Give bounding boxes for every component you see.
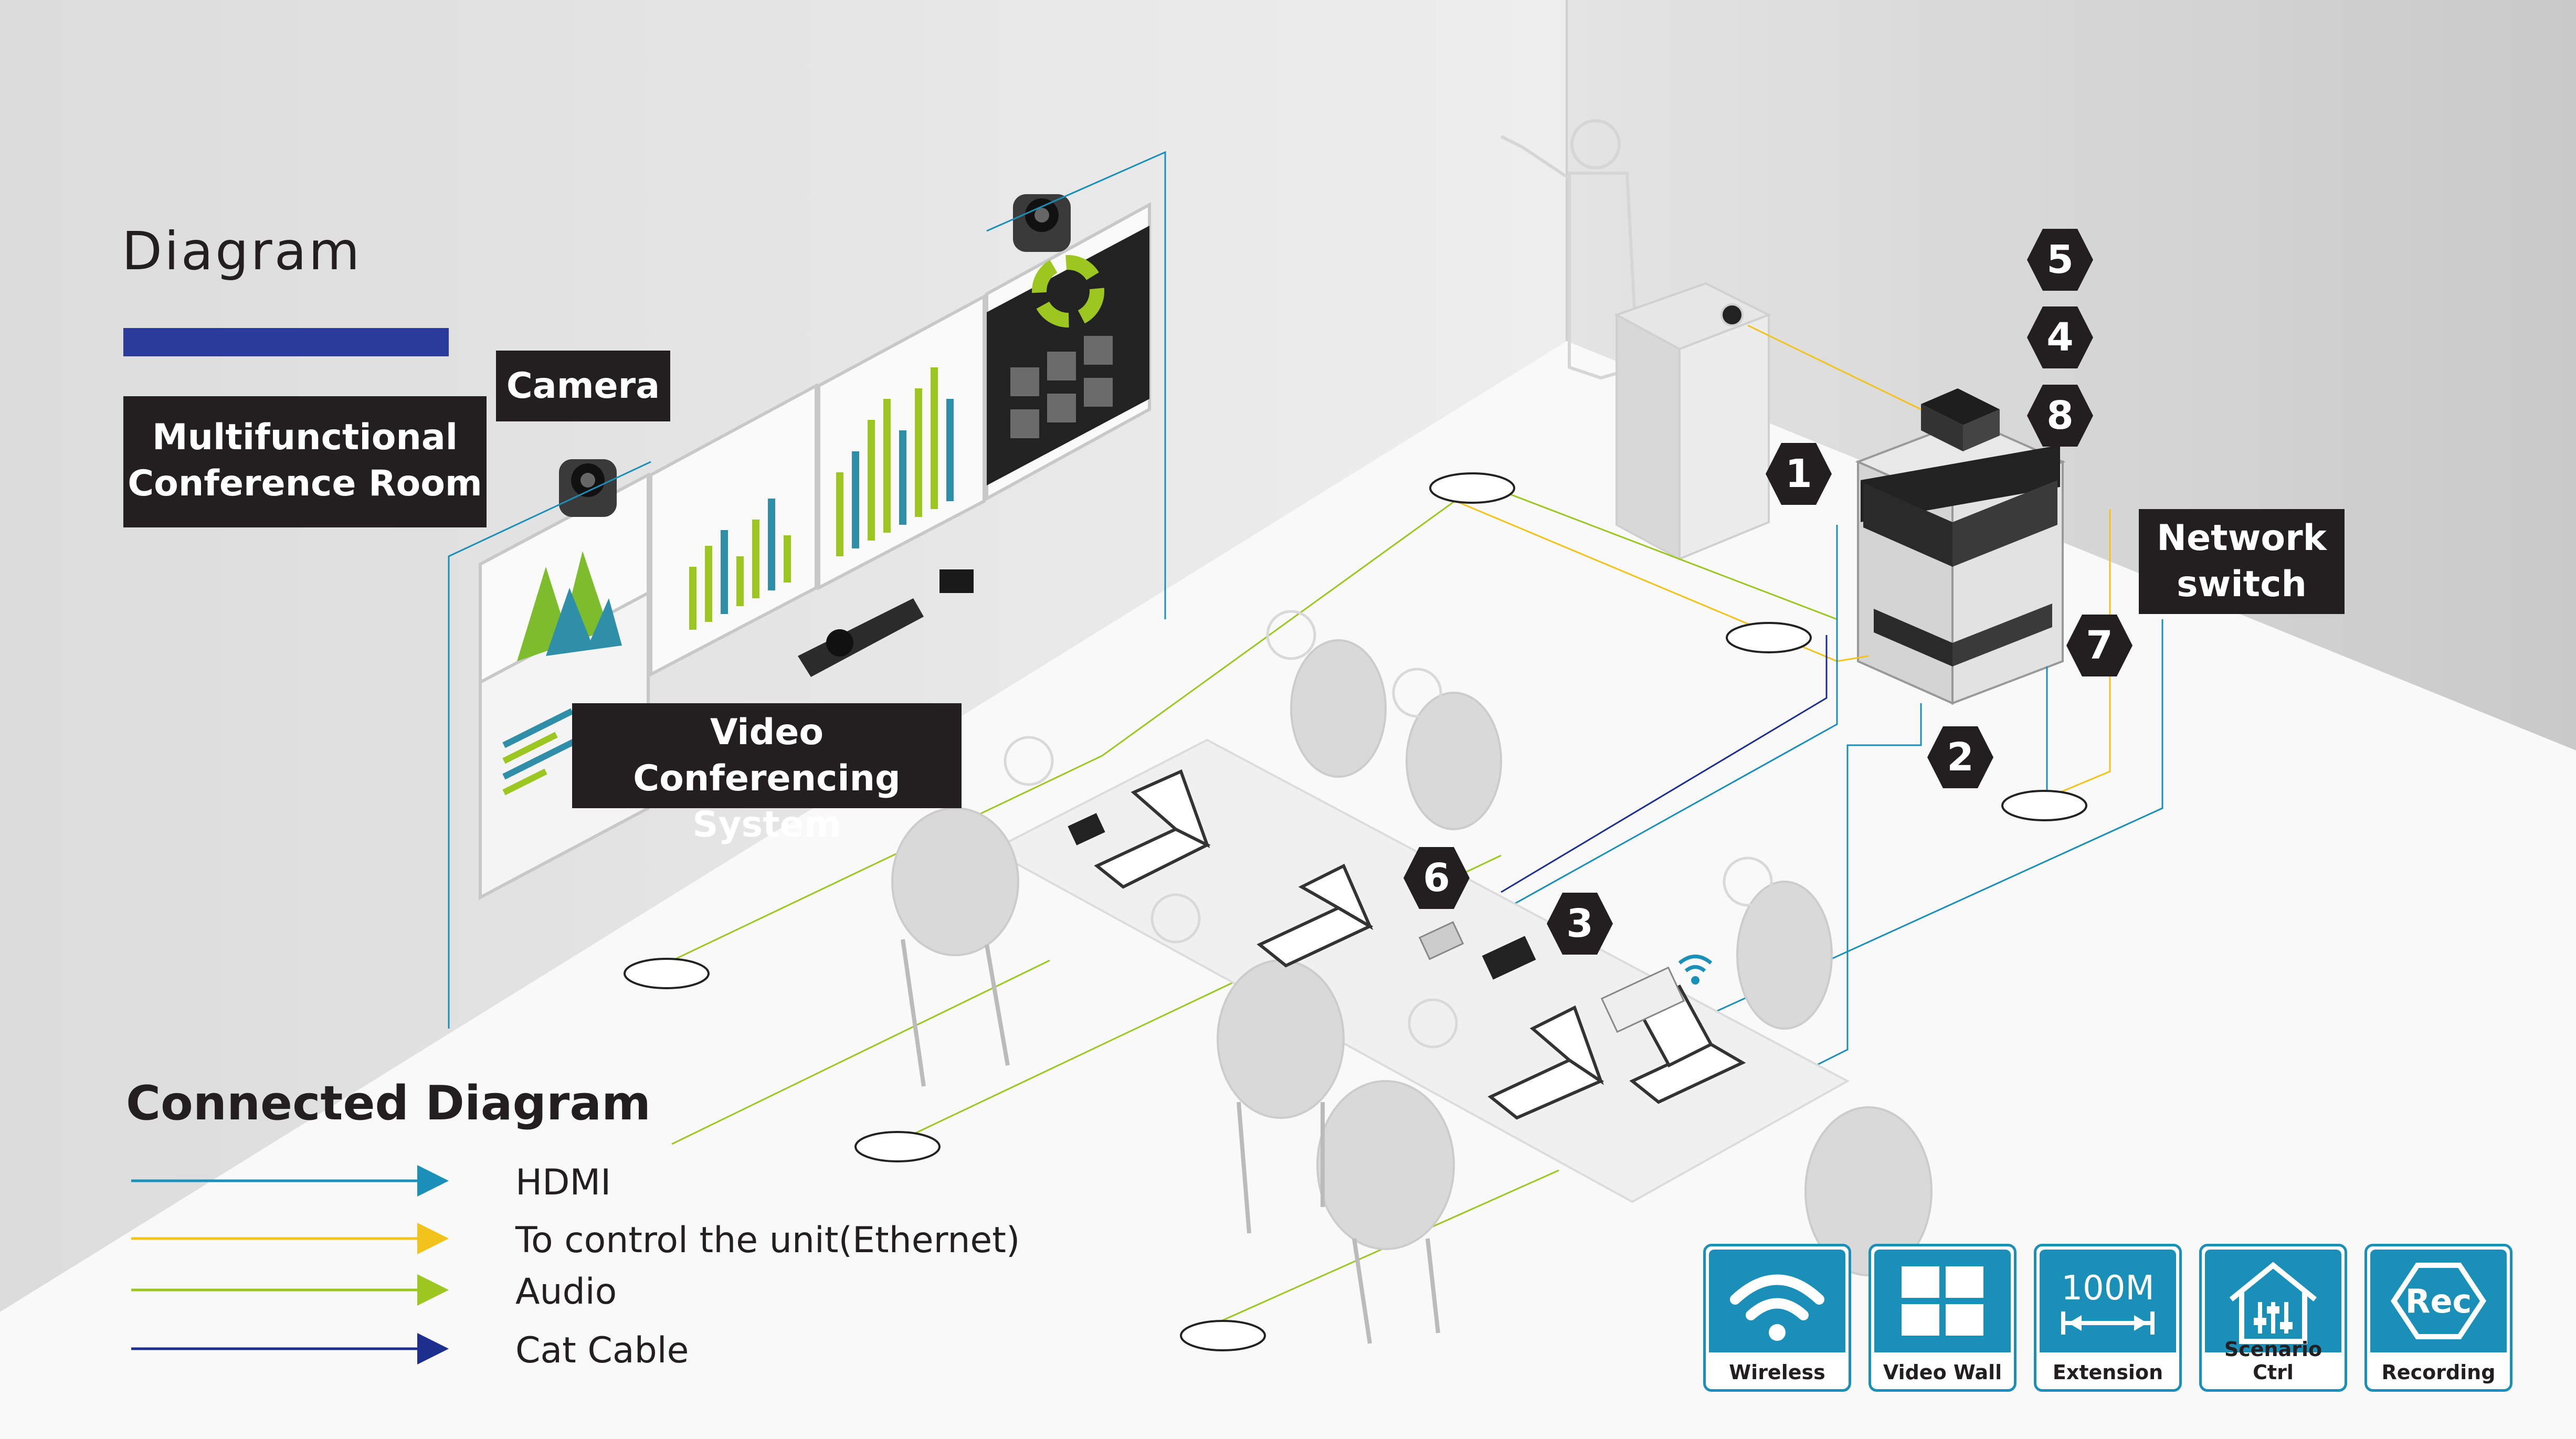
network-switch-label: Network switch: [2139, 509, 2345, 614]
vc-label-line2: System: [692, 804, 841, 845]
legend-item-cat-cable: Cat Cable: [131, 1322, 1076, 1375]
attendees-and-chairs: [891, 639, 1933, 1344]
badge-4-number: 4: [2046, 315, 2074, 360]
legend-item-hdmi: HDMI: [131, 1155, 1076, 1207]
legend-label-hdmi: HDMI: [515, 1162, 611, 1203]
video-bar-camera: [798, 569, 974, 677]
feature-label-recording: Recording: [2381, 1361, 2496, 1384]
badge-5: 5: [2026, 226, 2094, 294]
badge-6: 6: [1402, 844, 1471, 912]
podium: [1614, 282, 1771, 561]
ceiling-microphones: [624, 472, 2087, 1351]
feature-wireless: Wireless: [1703, 1244, 1851, 1392]
scenario-control-icon: [2229, 1262, 2317, 1344]
feature-label-scenario-ctrl: Scenario Ctrl: [2224, 1338, 2322, 1384]
switch-label-line2: switch: [2177, 564, 2307, 605]
badge-4: 4: [2026, 303, 2094, 372]
video-wall-icon: [1902, 1266, 1983, 1336]
ptz-camera-top: [1013, 194, 1071, 252]
feature-label-video-wall: Video Wall: [1883, 1361, 2002, 1384]
feature-recording: Rec Recording: [2364, 1244, 2512, 1392]
feature-video-wall: Video Wall: [1868, 1244, 2017, 1392]
vc-label-line1: Video Conferencing: [633, 712, 901, 799]
feature-extension: 100M Extension: [2034, 1244, 2182, 1392]
badge-8: 8: [2026, 382, 2094, 450]
badge-1-number: 1: [1785, 451, 1812, 496]
feature-label-wireless: Wireless: [1729, 1361, 1825, 1384]
badge-3: 3: [1546, 890, 1614, 958]
badge-5-number: 5: [2046, 237, 2074, 282]
equipment-rack: [1855, 388, 2066, 705]
legend-title: Connected Diagram: [126, 1076, 651, 1131]
audio-arrow-icon: [131, 1274, 449, 1306]
recording-icon: Rec: [2391, 1263, 2486, 1339]
badge-2-number: 2: [1947, 735, 1974, 780]
recording-icon-text: Rec: [2405, 1282, 2472, 1320]
legend-label-ethernet: To control the unit(Ethernet): [515, 1220, 1020, 1261]
room-type-label: Multifunctional Conference Room: [123, 396, 487, 527]
badge-7-number: 7: [2086, 623, 2113, 668]
legend-item-ethernet: To control the unit(Ethernet): [131, 1212, 1076, 1265]
camera-label-text: Camera: [506, 365, 660, 407]
badge-8-number: 8: [2046, 393, 2074, 438]
page-title: Diagram: [122, 220, 362, 282]
bar-chart-graphic: [689, 367, 954, 630]
legend-label-cat-cable: Cat Cable: [515, 1330, 689, 1371]
video-conferencing-label: Video Conferencing System: [572, 703, 962, 845]
feature-scenario-ctrl: Scenario Ctrl: [2199, 1244, 2347, 1392]
hdmi-arrow-icon: [131, 1165, 449, 1197]
wifi-icon: [1730, 1274, 1824, 1341]
ethernet-arrow-icon: [131, 1223, 449, 1254]
badge-6-number: 6: [1423, 855, 1450, 901]
extension-icon-text: 100M: [2061, 1269, 2154, 1308]
legend-item-audio: Audio: [131, 1264, 1076, 1316]
table-devices: [1068, 813, 1713, 1033]
switch-label-line1: Network: [2157, 517, 2327, 559]
feature-label-extension: Extension: [2052, 1361, 2163, 1384]
badge-3-number: 3: [1566, 901, 1593, 946]
badge-2: 2: [1926, 723, 1994, 791]
camera-label: Camera: [496, 351, 670, 421]
conference-table: [989, 738, 1850, 1203]
badge-1: 1: [1765, 440, 1833, 508]
badge-7: 7: [2065, 611, 2134, 680]
legend-label-audio: Audio: [515, 1271, 617, 1313]
room-label-line1: Multifunctional: [152, 417, 458, 458]
title-underline: [123, 328, 449, 356]
ptz-camera-left: [559, 459, 617, 517]
cat-cable-arrow-icon: [131, 1333, 449, 1364]
extension-icon: 100M: [2061, 1269, 2155, 1335]
room-label-line2: Conference Room: [128, 463, 482, 504]
